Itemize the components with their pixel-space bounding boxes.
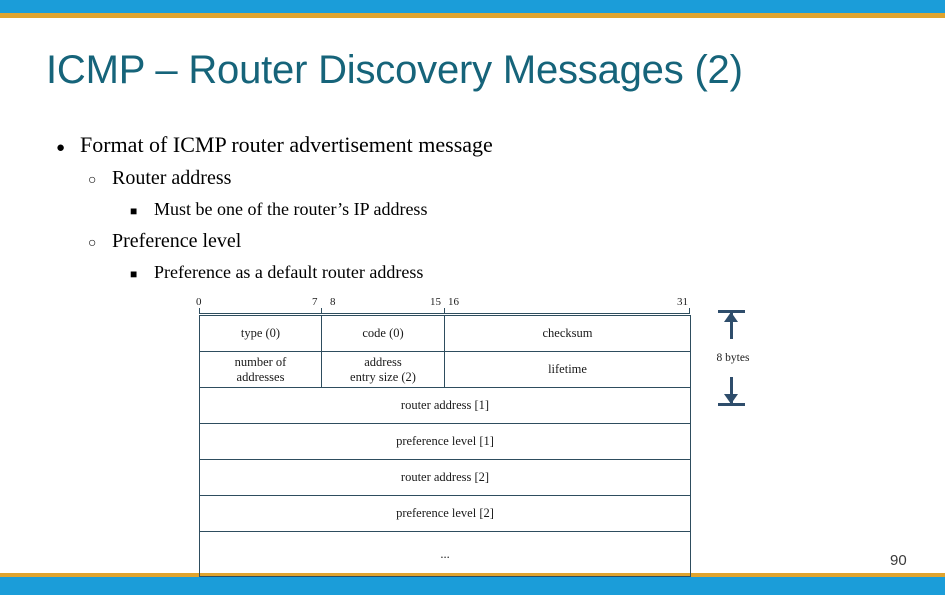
bit-label-0: 0	[196, 296, 202, 308]
bottom-accent-band	[0, 577, 945, 595]
list-item-label: Must be one of the router’s IP address	[154, 199, 428, 219]
bullet-marker-filled-square-icon: ■	[130, 204, 138, 218]
field-lifetime: lifetime	[444, 351, 691, 388]
bit-offset-ruler: 0 7 8 15 16 31	[196, 296, 690, 316]
dimension-annotation: 8 bytes	[706, 310, 760, 406]
field-ellipsis: ...	[199, 531, 691, 577]
dimension-label: 8 bytes	[716, 352, 750, 364]
bit-label-15: 15	[430, 296, 441, 308]
field-router-address-2: router address [2]	[199, 459, 691, 496]
field-line-2: entry size (2)	[350, 369, 416, 384]
list-item: ○ Preference level	[46, 225, 746, 257]
dimension-cap-top-icon	[718, 310, 745, 313]
list-item-label: Preference as a default router address	[154, 262, 424, 282]
bit-label-7: 7	[312, 296, 318, 308]
ruler-tick	[321, 308, 322, 314]
page-title: ICMP – Router Discovery Messages (2)	[46, 48, 743, 92]
bullet-marker-hollow-circle-icon: ○	[88, 236, 97, 251]
field-line-1: address	[364, 354, 402, 369]
field-code: code (0)	[321, 315, 445, 352]
bit-label-31: 31	[677, 296, 688, 308]
ruler-tick	[444, 308, 445, 314]
list-item: ■ Must be one of the router’s IP address	[46, 194, 746, 225]
table-row: preference level [2]	[199, 495, 691, 532]
bullet-marker-filled-square-icon: ■	[130, 267, 138, 281]
field-checksum: checksum	[444, 315, 691, 352]
bit-label-8: 8	[330, 296, 336, 308]
dimension-shaft-lower	[730, 377, 733, 403]
table-row: router address [2]	[199, 459, 691, 496]
packet-format-table: type (0) code (0) checksum number of add…	[199, 315, 691, 577]
list-item-label: Format of ICMP router advertisement mess…	[80, 132, 493, 157]
field-line-1: number of	[234, 354, 287, 369]
ruler-tick	[199, 308, 200, 314]
table-row: number of addresses address entry size (…	[199, 351, 691, 388]
dimension-shaft-upper	[730, 313, 733, 339]
bullet-list: ● Format of ICMP router advertisement me…	[46, 128, 746, 288]
field-number-of-addresses: number of addresses	[199, 351, 322, 388]
table-row: type (0) code (0) checksum	[199, 315, 691, 352]
list-item-label: Router address	[112, 167, 232, 189]
field-preference-level-2: preference level [2]	[199, 495, 691, 532]
bullet-marker-filled-circle-icon: ●	[56, 140, 66, 156]
ruler-tick	[689, 308, 690, 314]
bullet-marker-hollow-circle-icon: ○	[88, 173, 97, 188]
list-item-label: Preference level	[112, 230, 242, 252]
page-number: 90	[890, 552, 907, 569]
top-accent-band	[0, 0, 945, 13]
top-gold-rule	[0, 13, 945, 18]
field-type: type (0)	[199, 315, 322, 352]
list-item: ● Format of ICMP router advertisement me…	[46, 128, 746, 162]
table-row: preference level [1]	[199, 423, 691, 460]
field-line-2: addresses	[236, 369, 285, 384]
list-item: ■ Preference as a default router address	[46, 257, 746, 288]
dimension-cap-bottom-icon	[718, 403, 745, 406]
list-item: ○ Router address	[46, 162, 746, 194]
field-router-address-1: router address [1]	[199, 387, 691, 424]
arrow-down-icon	[724, 394, 738, 404]
field-address-entry-size: address entry size (2)	[321, 351, 445, 388]
table-row: ...	[199, 531, 691, 577]
table-row: router address [1]	[199, 387, 691, 424]
field-preference-level-1: preference level [1]	[199, 423, 691, 460]
bit-label-16: 16	[448, 296, 459, 308]
